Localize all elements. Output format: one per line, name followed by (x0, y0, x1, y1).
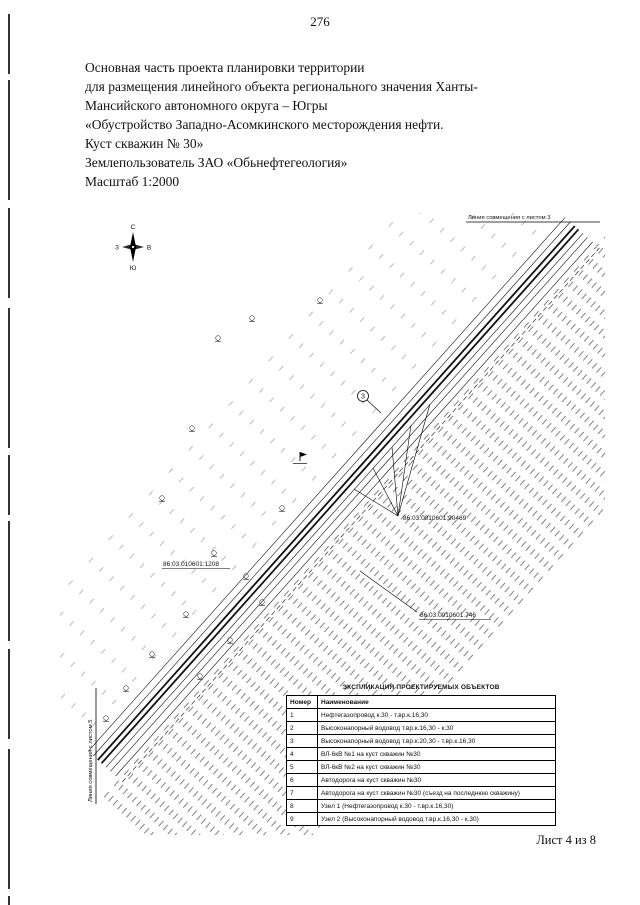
svg-text:Линия совмещения с листом 5: Линия совмещения с листом 5 (88, 720, 94, 802)
compass-south-label: Ю (130, 265, 137, 272)
vegetation-area-left (60, 213, 563, 749)
vegetation-symbols (103, 297, 323, 722)
header-line: Основная часть проекта планировки террит… (85, 60, 365, 75)
compass-north-label: С (131, 224, 136, 231)
vegetation-area-right (97, 232, 605, 835)
table-header-row: Номер Наименование (286, 695, 556, 709)
point-marker-3: 3 (357, 390, 382, 414)
parcel-label-90469: 86:03:0010601:90469 (353, 403, 467, 522)
header-line: Куст скважин № 30» (85, 136, 204, 151)
header-line: Масштаб 1:2000 (85, 174, 180, 189)
svg-text:86:03.010601:1208: 86:03.010601:1208 (163, 561, 219, 568)
parcel-label-746: 86:03:0010601.746 (359, 570, 491, 620)
svg-text:Линия совмещения с листом 3: Линия совмещения с листом 3 (468, 215, 550, 221)
parcel-label-1208: 86:03.010601:1208 (162, 561, 230, 569)
header-line: «Обустройство Западно-Асомкинского место… (85, 117, 444, 132)
page-number: 276 (310, 14, 330, 29)
compass-west-label: З (115, 244, 119, 251)
svg-text:3: 3 (361, 393, 365, 400)
header-line: Мансийского автономного округа – Югры (85, 98, 328, 113)
explication-table-title: ЭКСПЛИКАЦИЯ ПРОЕКТИРУЕМЫХ ОБЪЕКТОВ (342, 684, 500, 691)
svg-text:86:03:0010601:90469: 86:03:0010601:90469 (403, 515, 467, 522)
column-header-name: Наименование (317, 695, 556, 709)
linear-object-corridor (87, 217, 600, 783)
svg-text:86:03:0010601.746: 86:03:0010601.746 (420, 612, 476, 619)
station-marker (293, 452, 307, 464)
document-header: Основная часть проекта планировки террит… (85, 58, 565, 191)
match-line-bottom: Линия совмещения с листом 5 (88, 688, 97, 804)
match-line-top: Линия совмещения с листом 3 (466, 215, 600, 223)
sheet-number-label: Лист 4 из 8 (536, 833, 596, 847)
header-line: Землепользователь ЗАО «Обьнефтегеология» (85, 155, 348, 170)
column-header-number: Номер (286, 695, 318, 709)
header-line: для размещения линейного объекта региона… (85, 79, 478, 94)
compass-east-label: В (147, 244, 151, 251)
compass-icon: С Ю З В (115, 224, 151, 272)
